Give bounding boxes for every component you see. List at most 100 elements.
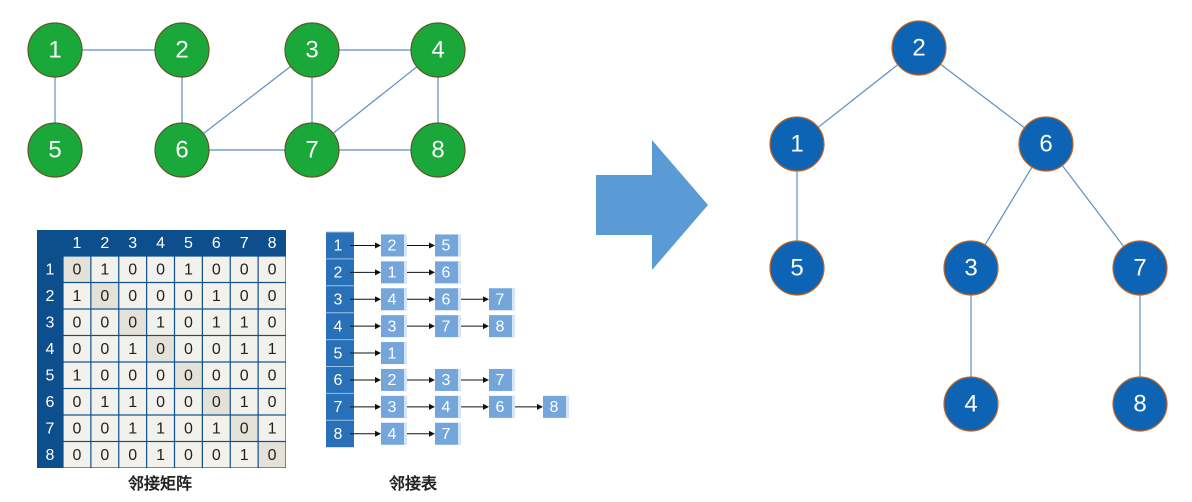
matrix-cell: 0 xyxy=(72,314,81,331)
matrix-row-header-1: 1 xyxy=(46,261,55,278)
graph-node-label: 4 xyxy=(431,36,444,63)
matrix-cell: 0 xyxy=(240,261,249,278)
matrix-row-header-7: 7 xyxy=(46,420,55,437)
matrix-cell-bg xyxy=(202,283,230,309)
list-node-box xyxy=(489,288,515,311)
matrix-cell: 0 xyxy=(212,367,221,384)
matrix-cell: 0 xyxy=(72,394,81,411)
matrix-cell-bg xyxy=(230,362,258,388)
matrix-cell: 0 xyxy=(268,367,277,384)
matrix-cell: 0 xyxy=(268,314,277,331)
list-node-6-7: 7 xyxy=(496,372,505,389)
list-node-pointer-field xyxy=(512,288,515,311)
graph-node-label: 2 xyxy=(175,36,188,63)
matrix-cell: 1 xyxy=(100,261,109,278)
matrix-cell: 1 xyxy=(240,394,249,411)
tree-node-3: 3 xyxy=(943,240,999,296)
tree-node-circle xyxy=(891,20,947,76)
matrix-cell: 0 xyxy=(268,394,277,411)
list-node-pointer-field xyxy=(458,315,461,338)
tree-node-circle xyxy=(943,376,999,432)
matrix-cell: 0 xyxy=(268,261,277,278)
right-arrow-icon xyxy=(596,140,708,270)
graph-node-label: 8 xyxy=(431,136,444,163)
graph-edges xyxy=(54,49,439,151)
list-node-8-7: 7 xyxy=(442,426,451,443)
tree-node-label: 2 xyxy=(912,34,925,61)
list-node-pointer-field xyxy=(458,422,461,445)
list-node-pointer-field xyxy=(404,288,407,311)
matrix-cell: 0 xyxy=(72,261,81,278)
list-node-pointer-field xyxy=(458,234,461,257)
matrix-cell-bg xyxy=(63,362,91,388)
matrix-cell-bg xyxy=(63,415,91,441)
list-node-6-3: 3 xyxy=(442,372,451,389)
graph-node-label: 5 xyxy=(48,136,61,163)
matrix-cell-bg xyxy=(119,283,147,309)
graph-node-6: 6 xyxy=(154,122,210,178)
list-head-3: 3 xyxy=(334,291,343,308)
matrix-cell: 0 xyxy=(100,341,109,358)
list-node-pointer-field xyxy=(404,422,407,445)
list-node-box xyxy=(381,395,407,418)
matrix-cell-bg xyxy=(258,336,286,362)
list-node-box xyxy=(381,261,407,284)
tree-node-4: 4 xyxy=(943,376,999,432)
matrix-cell-bg xyxy=(63,309,91,335)
matrix-cell: 0 xyxy=(128,447,137,464)
tree-node-label: 3 xyxy=(964,254,977,281)
list-head-4: 4 xyxy=(334,318,343,335)
matrix-cell-bg xyxy=(63,389,91,415)
matrix-cell-bg xyxy=(258,362,286,388)
list-node-2-1: 1 xyxy=(388,265,397,282)
list-node-pointer-field xyxy=(404,342,407,365)
matrix-cell-bg xyxy=(147,415,174,441)
list-node-box xyxy=(381,368,407,391)
matrix-cell-bg xyxy=(147,256,174,282)
list-node-box xyxy=(489,368,515,391)
list-node-pointer-field xyxy=(512,368,515,391)
list-node-7-3: 3 xyxy=(388,399,397,416)
matrix-cell: 1 xyxy=(240,314,249,331)
matrix-cell-bg xyxy=(147,362,174,388)
graph-node-label: 7 xyxy=(305,136,318,163)
list-node-box xyxy=(435,315,461,338)
list-node-4-3: 3 xyxy=(388,318,397,335)
matrix-cell: 0 xyxy=(240,367,249,384)
list-node-1-2: 2 xyxy=(388,238,397,255)
matrix-cell-bg xyxy=(258,256,286,282)
tree-node-8: 8 xyxy=(1112,376,1168,432)
matrix-cell: 0 xyxy=(156,394,165,411)
matrix-cell-bg xyxy=(258,283,286,309)
matrix-cell-bg xyxy=(175,442,202,468)
matrix-cell: 0 xyxy=(156,261,165,278)
list-head-6: 6 xyxy=(334,372,343,389)
matrix-row-header-5: 5 xyxy=(46,367,55,384)
matrix-row-header-6: 6 xyxy=(46,394,55,411)
matrix-cell-bg xyxy=(91,256,119,282)
graph-node-4: 4 xyxy=(410,22,466,78)
list-head-2: 2 xyxy=(334,265,343,282)
matrix-col-header-3: 3 xyxy=(128,235,137,252)
matrix-cell: 0 xyxy=(184,341,193,358)
matrix-cell: 0 xyxy=(72,447,81,464)
list-node-box xyxy=(435,234,461,257)
list-node-pointer-field xyxy=(404,315,407,338)
matrix-cell-bg xyxy=(91,309,119,335)
list-node-8-4: 4 xyxy=(388,426,397,443)
matrix-cell-bg xyxy=(119,309,147,335)
matrix-cell: 1 xyxy=(156,420,165,437)
matrix-cell: 1 xyxy=(72,288,81,305)
tree-node-label: 5 xyxy=(790,254,803,281)
matrix-cell-bg xyxy=(230,415,258,441)
matrix-cell-bg xyxy=(91,283,119,309)
graph-node-1: 1 xyxy=(27,22,83,78)
matrix-cell-bg xyxy=(119,389,147,415)
list-node-4-7: 7 xyxy=(442,318,451,335)
list-node-box xyxy=(543,395,569,418)
matrix-cell-bg xyxy=(258,442,286,468)
